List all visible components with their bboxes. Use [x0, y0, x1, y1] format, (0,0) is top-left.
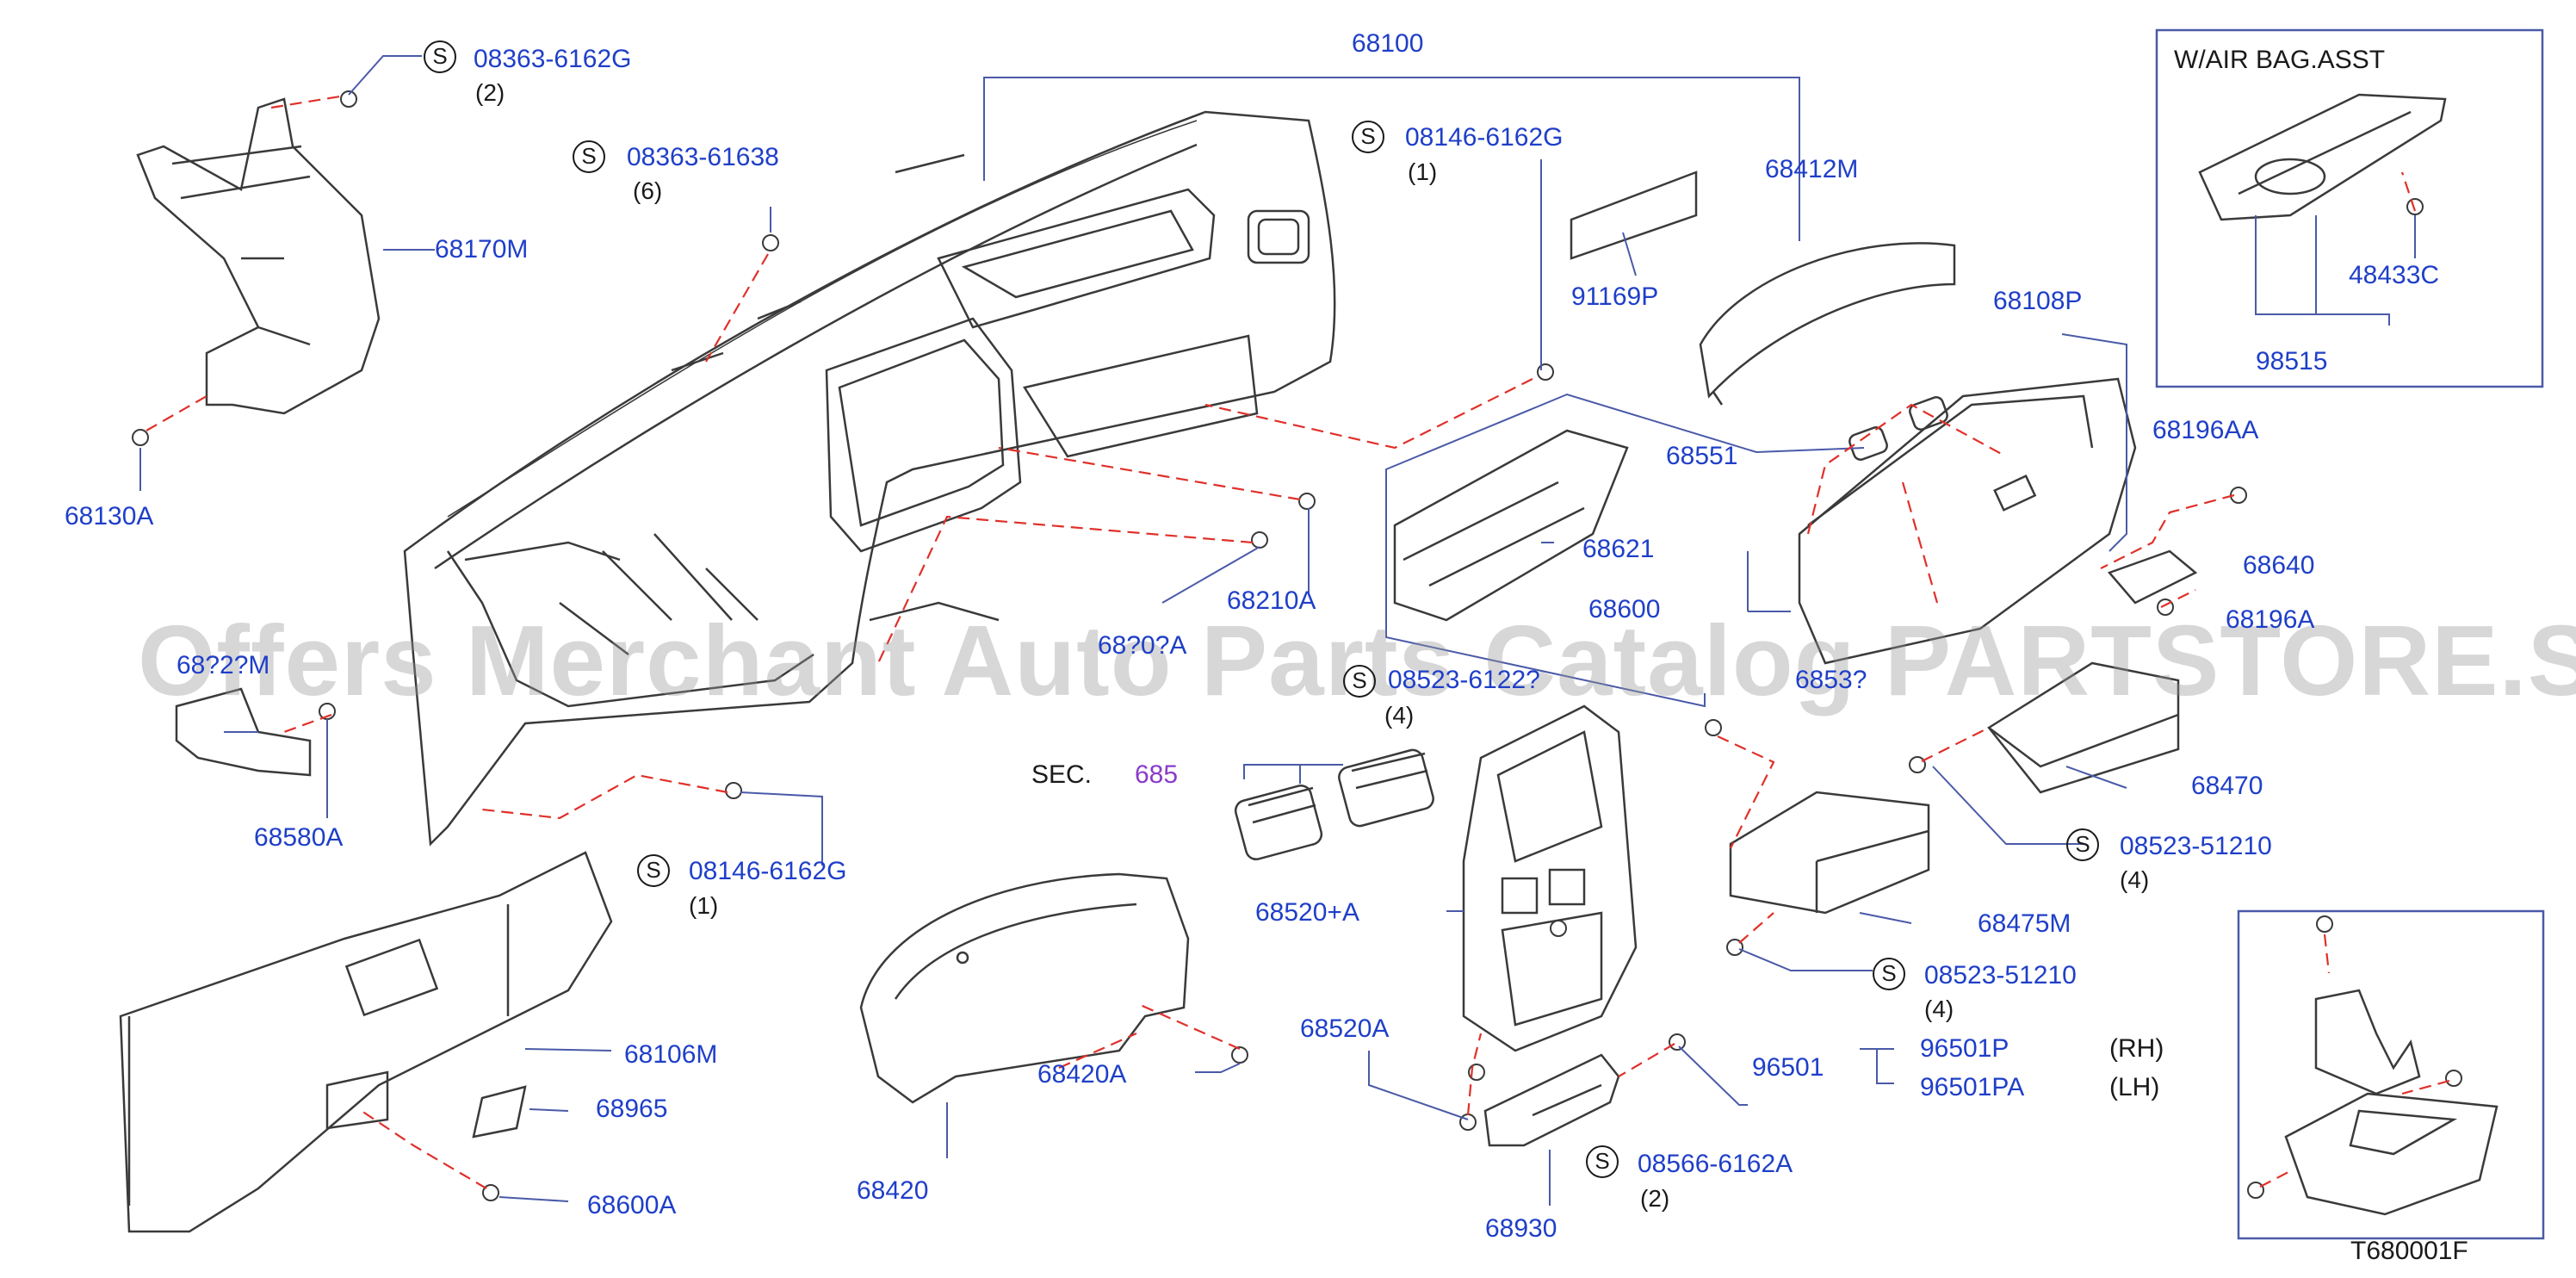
part-68170M: 68170M [435, 235, 529, 264]
screw-symbol-7: S [1873, 958, 1905, 990]
part-68100: 68100 [1352, 29, 1424, 58]
screw-symbol-6: S [2066, 828, 2099, 861]
screw-qty-5: (1) [689, 892, 719, 919]
diagram-code: T680001F [2350, 1237, 2468, 1265]
leader-lines [139, 55, 2416, 1206]
part-96501: 96501 [1752, 1053, 1824, 1082]
part-6812M: 68?2?M [176, 651, 270, 679]
screw-qty-8: (2) [1640, 1185, 1670, 1212]
screw-code-5: 08146-6162G [689, 857, 847, 885]
part-98515: 98515 [2256, 347, 2328, 375]
screw-qty-2: (6) [633, 177, 663, 204]
screw-code-4: 08523-6122? [1388, 666, 1540, 694]
part-68420: 68420 [857, 1176, 929, 1205]
rack-68621 [1393, 429, 1629, 622]
part-68196AA: 68196AA [2152, 416, 2259, 444]
part-682xxA: 68?0?A [1098, 631, 1187, 660]
part-68580A: 68580A [254, 823, 344, 852]
bracket-68640 [2107, 549, 2198, 605]
cup-holder-98515 [2198, 93, 2447, 221]
part-6853x: 6853? [1795, 666, 1867, 694]
part-68420A: 68420A [1037, 1060, 1127, 1089]
ashtray-68470 [1987, 661, 2180, 794]
screws [132, 90, 2462, 1201]
panel-top-edge [447, 120, 1198, 518]
part-68640: 68640 [2243, 551, 2315, 580]
screw-code-7: 08523-51210 [1924, 961, 2077, 990]
part-68965: 68965 [596, 1095, 668, 1123]
screw-code-2: 08363-61638 [627, 143, 779, 171]
screw-code-1: 08363-6162G [474, 45, 632, 73]
part-68600A: 68600A [587, 1191, 677, 1219]
screw-code-6: 08523-51210 [2120, 832, 2272, 860]
screw-symbol-8: S [1586, 1145, 1619, 1178]
sec-prefix: SEC. [1031, 760, 1093, 789]
part-68520A: 68520A [1300, 1014, 1390, 1043]
phantom-lines [146, 95, 2450, 1189]
part-68412M: 68412M [1765, 155, 1859, 183]
screw-symbol-4: S [1343, 665, 1376, 698]
bracket-68580A [175, 687, 312, 777]
finisher-68930 [1483, 1053, 1620, 1147]
glove-box-68108P [1798, 377, 2137, 665]
screw-symbol-5: S [637, 854, 670, 887]
meter-cover-68412M [1699, 242, 1956, 406]
inset-glovebox-frame [2237, 909, 2545, 1240]
part-68470: 68470 [2191, 772, 2263, 800]
cluster-hood-68420 [859, 872, 1190, 1104]
part-48433C: 48433C [2349, 261, 2440, 289]
screw-qty-7: (4) [1924, 996, 1954, 1022]
screw-qty-3: (1) [1408, 158, 1438, 185]
inset-airbag-frame [2155, 28, 2544, 388]
screw-qty-1: (2) [475, 79, 505, 106]
vents-685 [1234, 748, 1434, 861]
part-68475M: 68475M [1978, 909, 2071, 938]
glovebox-inset [2284, 989, 2499, 1216]
part-68520-plus-A: 68520+A [1255, 898, 1359, 927]
part-68196A: 68196A [2226, 605, 2315, 634]
sec-number: 685 [1135, 760, 1179, 789]
part-68130A: 68130A [65, 502, 154, 530]
center-bezel-68520 [1462, 704, 1638, 1052]
label-91169P [1570, 171, 1698, 260]
part-68621: 68621 [1582, 535, 1655, 563]
part-68106M: 68106M [624, 1040, 718, 1069]
screw-qty-6: (4) [2120, 866, 2150, 893]
part-68600: 68600 [1588, 595, 1661, 623]
part-68108P: 68108P [1993, 287, 2083, 315]
watermark: Offers Merchant Auto Parts Catalog PARTS… [138, 605, 2576, 717]
screw-symbol-2: S [573, 140, 605, 173]
screw-symbol-1: S [424, 40, 456, 73]
instrument-panel-68100 [403, 110, 1336, 847]
bracket-68170M [136, 97, 381, 415]
screw-code-3: 08146-6162G [1405, 123, 1564, 152]
bracket-68965 [472, 1085, 527, 1138]
part-68210A: 68210A [1227, 586, 1316, 615]
screw-qty-4: (4) [1384, 702, 1415, 729]
pocket-68475M [1729, 791, 1930, 915]
lh-label: (LH) [2109, 1073, 2160, 1101]
part-68551: 68551 [1666, 442, 1738, 470]
screw-code-8: 08566-6162A [1638, 1150, 1793, 1178]
screw-symbol-3: S [1352, 121, 1384, 153]
rh-label: (RH) [2109, 1034, 2164, 1063]
part-96501P: 96501P [1920, 1034, 2009, 1063]
damper-68551 [1848, 396, 1948, 461]
part-91169P: 91169P [1571, 282, 1659, 311]
part-68930: 68930 [1485, 1214, 1557, 1243]
inset-title: W/AIR BAG.ASST [2174, 46, 2386, 74]
part-96501PA: 96501PA [1920, 1073, 2025, 1101]
lower-cover-68106M [119, 851, 613, 1233]
